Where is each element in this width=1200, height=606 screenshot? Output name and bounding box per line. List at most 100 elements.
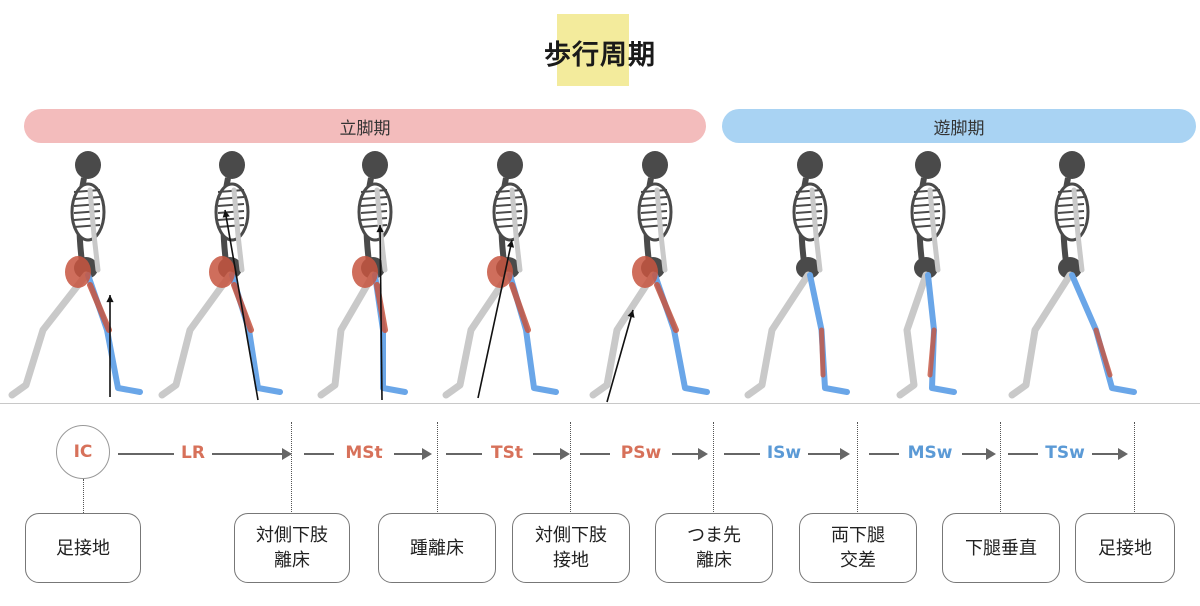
stance-phase-label: 立脚期 xyxy=(339,118,391,139)
skeleton-figure xyxy=(8,151,143,399)
skeleton-figure xyxy=(589,151,710,403)
arm xyxy=(374,187,388,273)
arrow-line xyxy=(212,453,284,455)
skull-icon xyxy=(75,151,101,179)
rib-icon xyxy=(795,217,823,221)
skull-icon xyxy=(1059,151,1085,179)
event-box: 対側下肢離床 xyxy=(234,513,350,583)
rib-icon xyxy=(73,210,101,214)
skull-icon xyxy=(362,151,388,179)
event-line2: 離床 xyxy=(274,550,310,571)
arrow-line xyxy=(304,453,334,455)
arrow-line xyxy=(672,453,700,455)
force-arrowhead-icon xyxy=(106,295,114,303)
arm xyxy=(509,187,523,273)
gait-figures xyxy=(8,151,1137,403)
rib-icon xyxy=(217,196,245,200)
subphase-ic: IC xyxy=(56,425,110,479)
skull-icon xyxy=(915,151,941,179)
trailing-leg xyxy=(158,271,234,399)
rib-icon xyxy=(913,189,941,193)
skull-icon xyxy=(642,151,668,179)
event-line1: 足接地 xyxy=(56,537,110,559)
arrowhead-icon xyxy=(422,448,432,460)
rib-icon xyxy=(913,196,941,200)
rib-icon xyxy=(360,217,388,221)
arrow-line xyxy=(580,453,610,455)
arrowhead-icon xyxy=(840,448,850,460)
rib-icon xyxy=(1057,210,1085,214)
divider-tst-psw xyxy=(570,422,571,514)
rib-icon xyxy=(1057,196,1085,200)
thigh-muscle xyxy=(509,282,531,333)
rib-icon xyxy=(640,196,668,200)
rib-icon xyxy=(795,189,823,193)
skeleton-figure xyxy=(442,151,559,399)
gluteal-muscle xyxy=(487,256,513,288)
pelvis-icon xyxy=(796,257,820,279)
rib-icon xyxy=(640,224,668,228)
force-vector xyxy=(477,239,513,399)
event-line1: 足接地 xyxy=(1098,537,1152,559)
event-line1: 対側下肢 xyxy=(535,525,607,546)
arrowhead-icon xyxy=(986,448,996,460)
subphase-psw: PSw xyxy=(614,441,668,465)
arrow-line xyxy=(394,453,424,455)
force-vector xyxy=(379,224,383,401)
skull-icon xyxy=(797,151,823,179)
rib-icon xyxy=(360,203,388,207)
arrow-line xyxy=(808,453,842,455)
rib-icon xyxy=(1057,217,1085,221)
subphase-lr: LR xyxy=(175,441,211,465)
rib-icon xyxy=(913,210,941,214)
thigh-muscle xyxy=(87,282,112,333)
rib-icon xyxy=(640,217,668,221)
force-arrowhead-icon xyxy=(506,240,515,248)
divider-msw-tsw xyxy=(1000,422,1001,514)
leading-leg xyxy=(1069,272,1137,395)
event-box: 足接地 xyxy=(25,513,141,583)
gluteal-muscle xyxy=(209,256,235,288)
event-line1: 対側下肢 xyxy=(256,525,328,546)
gluteal-muscle xyxy=(352,256,378,288)
rib-icon xyxy=(217,217,245,221)
shank-muscle xyxy=(927,327,937,378)
arrow-line xyxy=(869,453,899,455)
rib-icon xyxy=(360,224,388,228)
event-line2: 離床 xyxy=(696,550,732,571)
event-box: 足接地 xyxy=(1075,513,1175,583)
skull-icon xyxy=(219,151,245,179)
diagram-title: 歩行周期 xyxy=(544,40,656,71)
pelvis-icon xyxy=(1058,257,1082,279)
arm xyxy=(809,187,823,273)
gluteal-muscle xyxy=(65,256,91,288)
trailing-leg xyxy=(1008,271,1074,399)
arm xyxy=(1071,187,1085,273)
trailing-leg xyxy=(8,271,90,399)
force-vector xyxy=(606,309,634,403)
force-arrowhead-icon xyxy=(627,310,635,318)
rib-icon xyxy=(1057,189,1085,193)
event-box: 両下腿交差 xyxy=(799,513,917,583)
skeleton-figure xyxy=(1008,151,1137,399)
rib-icon xyxy=(360,189,388,193)
rib-icon xyxy=(217,189,245,193)
trailing-leg xyxy=(442,271,512,399)
title-highlight xyxy=(557,14,629,86)
event-box: つま先離床 xyxy=(655,513,773,583)
rib-icon xyxy=(795,203,823,207)
leading-leg xyxy=(807,272,850,395)
force-vector xyxy=(224,209,259,401)
event-box: 下腿垂直 xyxy=(942,513,1060,583)
force-arrowhead-icon xyxy=(376,225,384,233)
arrowhead-icon xyxy=(282,448,292,460)
arrow-line xyxy=(118,453,174,455)
force-arrowhead-icon xyxy=(222,210,230,218)
rib-icon xyxy=(495,189,523,193)
rib-icon xyxy=(73,196,101,200)
thigh-muscle xyxy=(654,282,679,333)
rib-icon xyxy=(73,224,101,228)
rib-icon xyxy=(73,217,101,221)
arrowhead-icon xyxy=(560,448,570,460)
rib-icon xyxy=(495,210,523,214)
